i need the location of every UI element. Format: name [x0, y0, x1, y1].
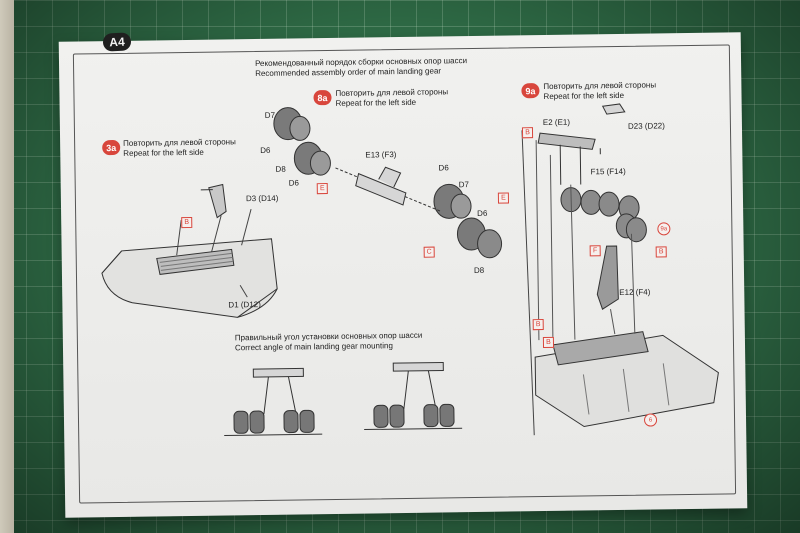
label-d8b: D8	[473, 265, 485, 276]
label-e2: E2 (E1)	[542, 117, 571, 128]
label-d7b: D7	[458, 180, 470, 190]
marker-b3: B	[655, 246, 667, 258]
label-d6d: D6	[477, 208, 488, 218]
wheels-9a	[560, 187, 647, 243]
assembly-drawing	[101, 103, 719, 437]
label-e12: E12 (F4)	[619, 287, 651, 297]
marker-e2: E	[497, 192, 510, 204]
label-e13: E13 (F3)	[365, 150, 397, 160]
gear-angle-left	[224, 367, 323, 437]
label-d6a: D6	[260, 145, 271, 155]
marker-b2: B	[521, 127, 534, 139]
circle-marker-6: 6	[643, 413, 658, 427]
marker-b4: B	[532, 319, 544, 331]
label-d7a: D7	[264, 110, 276, 120]
label-d8a: D8	[275, 164, 286, 174]
label-d23: D23 (D22)	[627, 121, 665, 131]
label-d1: D1 (D12)	[228, 299, 261, 310]
marker-f1: F	[589, 245, 601, 257]
label-d6b: D6	[288, 178, 300, 188]
adjacent-sheet-edge	[0, 0, 14, 533]
circle-marker-9a: 9a	[657, 222, 671, 236]
label-f15: F15 (F14)	[590, 166, 626, 177]
instruction-sheet: Рекомендованный порядок сборки основных …	[58, 32, 748, 518]
marker-c1: C	[423, 246, 435, 258]
strut-part-e12	[596, 245, 619, 310]
marker-b5: B	[542, 336, 555, 349]
marker-b1: B	[181, 216, 193, 229]
axle-part-e13	[355, 172, 407, 206]
bay-part-e2	[537, 132, 596, 150]
wheels-8a	[273, 107, 503, 259]
marker-e1: E	[316, 183, 328, 195]
label-d3: D3 (D14)	[245, 193, 279, 204]
label-d6c: D6	[438, 163, 449, 173]
page-tag-a4: A4	[102, 32, 132, 52]
gear-angle-right	[364, 361, 463, 431]
strut-part-d3	[208, 183, 227, 219]
cover-part-d23	[601, 103, 626, 115]
